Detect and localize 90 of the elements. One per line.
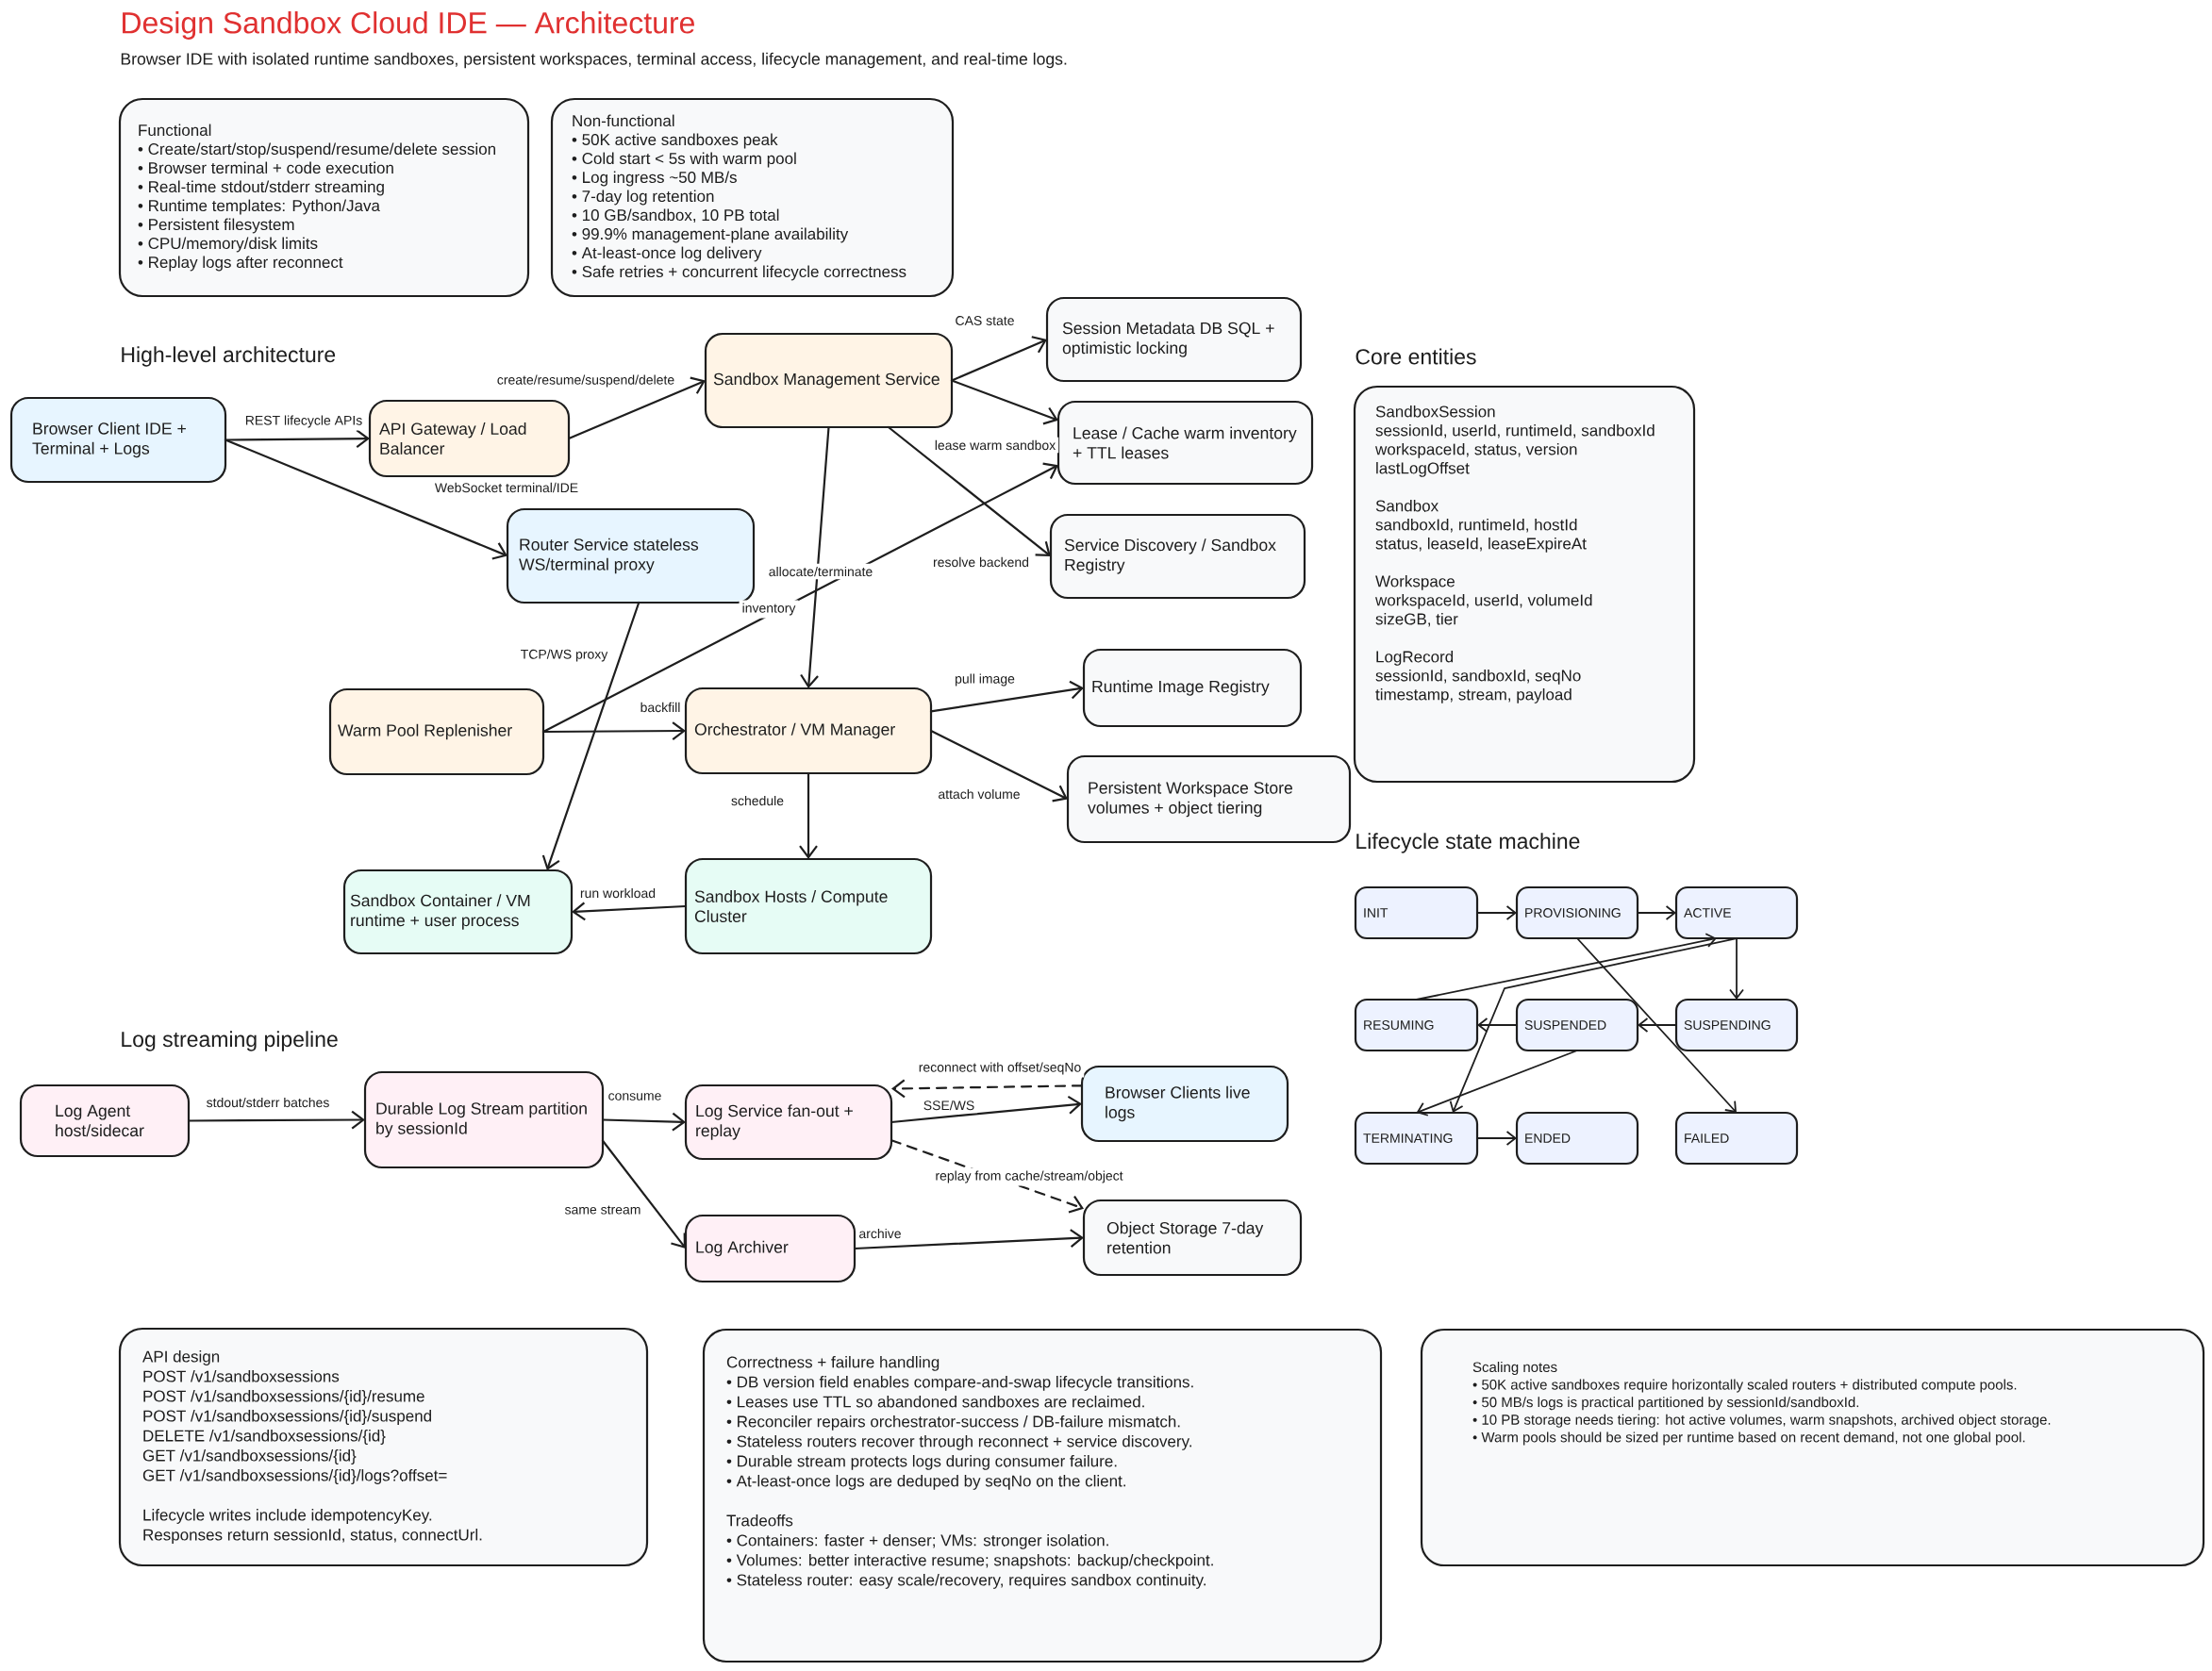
component-box: Session Metadata DB SQL + optimistic locking xyxy=(1045,296,1303,383)
arrow xyxy=(1638,1017,1677,1033)
component-box: Runtime Image Registry xyxy=(1082,648,1303,728)
component-box: Log Archiver xyxy=(684,1214,857,1283)
edge-label: REST lifecycle APIs xyxy=(241,412,366,431)
requirements-card: Functional • Create/start/stop/suspend/resume/delete session • Browser terminal + code execution • Real-time stdout/stderr streaming • Runtime templates: Python/Java • Persistent filesystem • CPU/memory/disk limits • Replay logs after reconnect xyxy=(118,97,530,298)
component-box: Log Service fan-out + replay xyxy=(684,1084,893,1161)
state-box: TERMINATING xyxy=(1354,1111,1479,1166)
edge-label: resolve backend xyxy=(930,554,1032,571)
arrow xyxy=(187,1110,365,1130)
arrow xyxy=(1477,1017,1518,1033)
section-heading: Lifecycle state machine xyxy=(1356,833,1580,853)
state-box: INIT xyxy=(1354,885,1479,940)
arrow xyxy=(1476,905,1517,920)
arrow xyxy=(1729,937,1744,1000)
component-box: Sandbox Hosts / Compute Cluster xyxy=(684,857,933,955)
edge-label: WebSocket terminal/IDE xyxy=(431,479,582,496)
notes-card: Correctness + failure handling • DB version field enables compare-and-swap lifecycle transitions. • Leases use TTL so abandoned sandboxes are reclaimed. • Reconciler repairs orchestrator-success / DB-failure mismatch. • Stateless routers recover through reconnect + service discovery. • Durable stream protects logs during consumer failure. • At-least-once logs are deduped by seqNo on the client. Tradeoffs • Containers: faster + denser; VMs: stronger isolation. • Volumes: better interactive resume; snapshots: backup/checkpoint. • Stateless router: easy scale/recovery, requires sandbox continuity. xyxy=(702,1328,1383,1663)
edge-label: inventory xyxy=(739,600,799,619)
state-box: SUSPENDED xyxy=(1515,998,1639,1052)
component-box: Durable Log Stream partition by sessionId xyxy=(363,1070,605,1169)
component-box: Browser Client IDE + Terminal + Logs xyxy=(9,396,227,484)
arrow xyxy=(224,429,370,448)
arrow xyxy=(541,601,640,870)
edge-label: pull image xyxy=(952,670,1018,689)
component-box: Log Agent host/sidecar xyxy=(19,1084,191,1158)
notes-card: Scaling notes • 50K active sandboxes require horizontally scaled routers + distributed compute pools. • 50 MB/s logs is practical partitioned by sessionId/sandboxId. • 10 PB storage needs tiering: hot active volumes, warm snapshots, archived object storage. • Warm pools should be sized per runtime based on recent demand, not one global pool. xyxy=(1420,1328,2205,1567)
edge-label: lease warm sandbox xyxy=(931,437,1059,454)
state-box: ACTIVE xyxy=(1674,885,1799,940)
state-box: SUSPENDING xyxy=(1674,998,1799,1052)
arrow xyxy=(567,376,706,440)
edge-label: schedule xyxy=(728,792,788,809)
arrow xyxy=(929,680,1084,713)
arrow xyxy=(950,336,1047,382)
arrow xyxy=(800,425,830,688)
arrow xyxy=(799,771,818,859)
arrow xyxy=(950,379,1058,425)
arrow xyxy=(601,1112,686,1132)
arrow xyxy=(601,1139,686,1249)
state-box: FAILED xyxy=(1674,1111,1799,1166)
arrow xyxy=(1576,937,1737,1113)
component-box: Service Discovery / Sandbox Registry xyxy=(1049,513,1306,600)
component-box: Browser Clients live logs xyxy=(1080,1065,1289,1143)
state-box: ENDED xyxy=(1515,1111,1639,1166)
component-box: Persistent Workspace Store volumes + object tiering xyxy=(1066,754,1352,844)
section-heading: Log streaming pipeline xyxy=(122,1031,338,1051)
component-box: Sandbox Container / VM runtime + user process xyxy=(342,869,574,955)
notes-card: API design POST /v1/sandboxsessions POST /v1/sandboxsessions/{id}/resume POST /v1/sandboxsessions/{id}/suspend DELETE /v1/sandboxsessions/{id} GET /v1/sandboxsessions/{id} GET /v1/sandboxsessions/{id}/logs?offset= Lifecycle writes include idempotencyKey. Responses return sessionId, status, connectUrl. xyxy=(118,1327,649,1567)
edge-label: reconnect with offset/seqNo xyxy=(915,1059,1085,1078)
component-box: Orchestrator / VM Manager xyxy=(684,687,933,775)
arrow xyxy=(1637,905,1676,920)
arrow xyxy=(890,1095,1082,1124)
arrow xyxy=(891,1079,1084,1099)
arrow xyxy=(1416,1050,1578,1117)
section-heading: Core entities xyxy=(1355,348,1476,365)
edge-label: SSE/WS xyxy=(920,1097,978,1114)
edge-label: CAS state xyxy=(952,313,1018,328)
edge-label: backfill xyxy=(637,699,684,716)
edge-label: attach volume xyxy=(935,786,1023,802)
edge-label: allocate/terminate xyxy=(765,563,876,580)
arrow xyxy=(853,1229,1084,1250)
arrow xyxy=(1415,933,1717,1001)
component-box: Object Storage 7-day retention xyxy=(1082,1199,1303,1277)
arrow xyxy=(572,902,688,921)
edge-label: replay from cache/stream/object xyxy=(932,1167,1126,1186)
edge-label: consume xyxy=(605,1090,665,1103)
arrow xyxy=(887,425,1051,556)
arrow xyxy=(541,721,686,740)
title: Design Sandbox Cloud IDE — Architecture xyxy=(123,11,694,40)
entities-card: SandboxSession sessionId, userId, runtimeId, sandboxId workspaceId, status, version lastLogOffset Sandbox sandboxId, runtimeId, hostId status, leaseId, leaseExpireAt Workspace workspaceId, userId, volumeId sizeGB, tier LogRecord sessionId, sandboxId, seqNo timestamp, stream, payload xyxy=(1353,385,1696,784)
component-box: Sandbox Management Service xyxy=(704,332,954,429)
component-box: Warm Pool Replenisher xyxy=(328,687,545,776)
edge-label: stdout/stderr batches xyxy=(203,1094,333,1111)
component-box: API Gateway / Load Balancer xyxy=(368,399,571,478)
edge-label: TCP/WS proxy xyxy=(517,646,611,665)
arrow xyxy=(541,462,1058,734)
arrow xyxy=(1449,937,1738,1113)
edge-label: archive xyxy=(856,1225,905,1242)
state-box: RESUMING xyxy=(1354,998,1479,1052)
edge-label: same stream xyxy=(561,1202,644,1217)
requirements-card: Non-functional • 50K active sandboxes peak • Cold start < 5s with warm pool • Log ingress ~50 MB/s • 7-day log retention • 10 GB/sandbox, 10 PB total • 99.9% management-plane availability • At-least-once log delivery • Safe retries + concurrent lifecycle correctness xyxy=(550,97,955,298)
section-heading: High-level architecture xyxy=(122,346,336,367)
arrow xyxy=(224,438,507,560)
edge-label: create/resume/suspend/delete xyxy=(493,372,678,390)
subtitle: Browser IDE with isolated runtime sandboxes, persistent workspaces, terminal access, lifecycle management, and real-time logs. xyxy=(121,52,1067,69)
edge-label: run workload xyxy=(576,885,659,902)
state-box: PROVISIONING xyxy=(1515,885,1639,940)
component-box: Lease / Cache warm inventory + TTL leases xyxy=(1056,400,1314,486)
arrow xyxy=(929,729,1068,802)
arrow xyxy=(1476,1131,1517,1146)
